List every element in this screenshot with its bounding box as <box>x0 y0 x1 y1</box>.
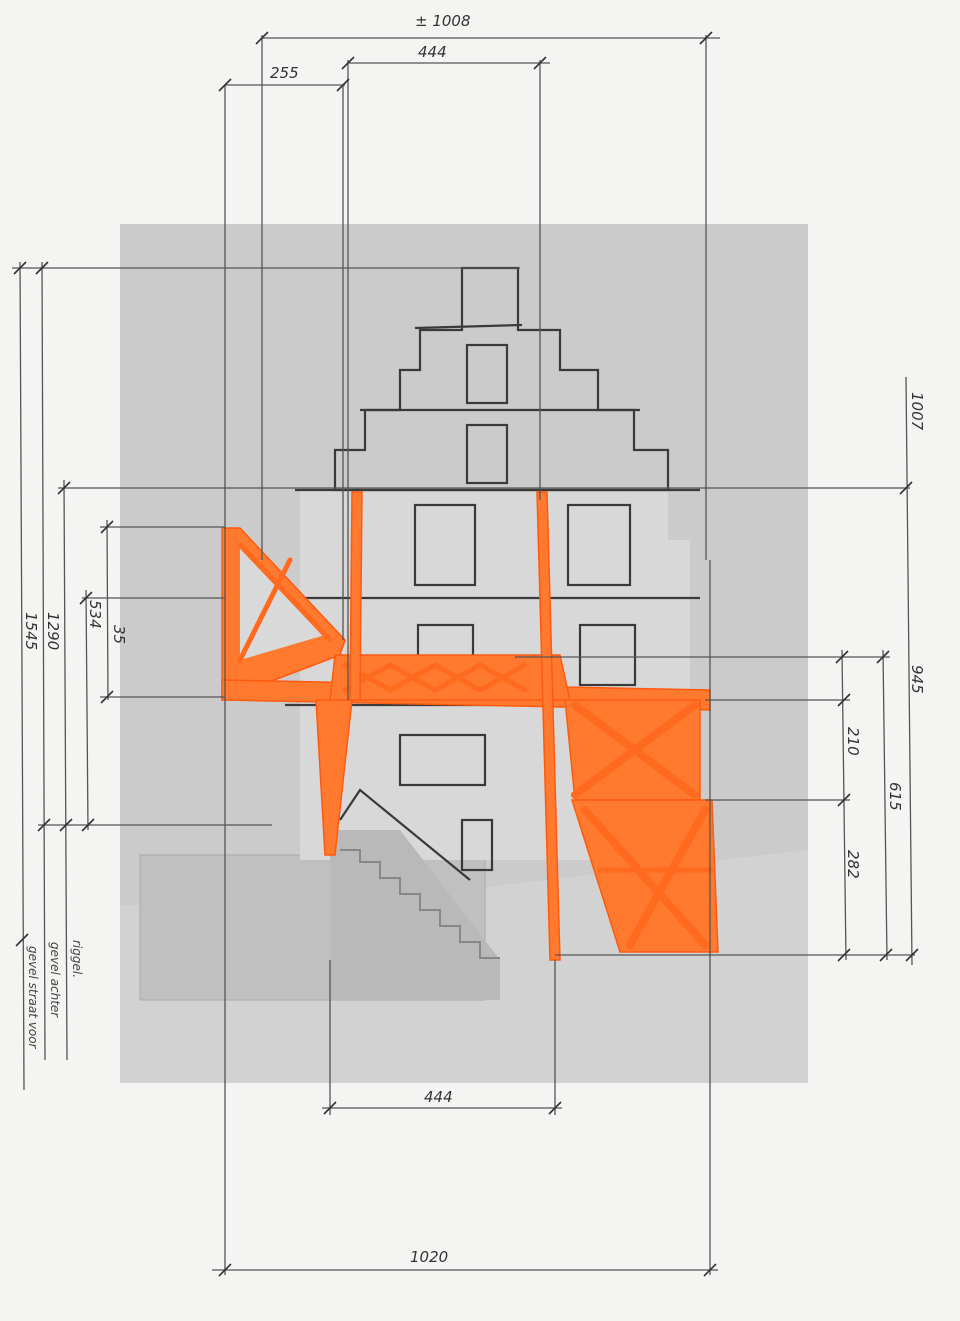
dim-right-lower: 282 <box>844 850 862 879</box>
dim-left-1545: 1545 <box>22 612 40 650</box>
note-riggel: riggel. <box>70 940 84 978</box>
dim-top-inner: 444 <box>418 43 447 61</box>
dim-right-overall: 945 <box>908 665 926 694</box>
staircase <box>330 830 500 1000</box>
dimension-lines <box>12 31 919 1277</box>
dim-top-overall: ± 1008 <box>415 12 471 30</box>
dim-top-left: 255 <box>270 64 299 82</box>
orange-structure <box>221 491 719 961</box>
dim-left-small: 35 <box>110 625 128 644</box>
dim-right-top: 1007 <box>908 392 926 431</box>
note-gevel-achter: gevel achter <box>48 942 62 1018</box>
dim-bottom-inner: 444 <box>424 1088 453 1106</box>
dim-right-mid: 615 <box>886 782 904 811</box>
dim-bottom-overall: 1020 <box>410 1248 448 1266</box>
dim-left-1290: 1290 <box>44 612 62 650</box>
dim-right-upper: 210 <box>844 727 862 756</box>
note-gevel-straat: gevel straat voor <box>26 946 40 1050</box>
dim-left-534: 534 <box>86 600 104 629</box>
